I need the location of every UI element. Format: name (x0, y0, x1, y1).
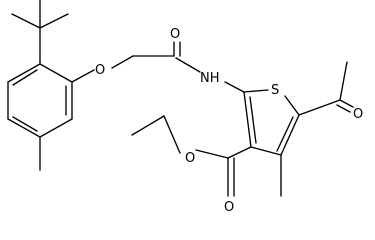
bond (227, 146, 252, 159)
ethyl-ester-group: O O (131, 115, 252, 215)
benzene-ring (7, 63, 73, 138)
bond (339, 99, 354, 108)
tert-butyl-group (11, 0, 69, 65)
bond (175, 57, 201, 73)
ester-carbonyl-oxygen-label: O (224, 200, 234, 215)
bond (7, 63, 41, 83)
bond-inner (276, 116, 294, 152)
thiophene-sulfur-label: S (271, 83, 279, 98)
bond (39, 13, 69, 29)
bond (7, 118, 41, 138)
bond (280, 114, 300, 156)
bond (339, 61, 348, 101)
bond-inner (249, 96, 257, 144)
bond (111, 55, 134, 69)
amide-nh-label: NH (200, 71, 220, 86)
bond (243, 89, 269, 93)
bond (336, 104, 351, 113)
acetyl-oxygen-label: O (353, 107, 363, 122)
bond (284, 95, 300, 116)
bond-inner (12, 116, 38, 132)
bond (243, 91, 252, 148)
ether-oxygen-label: O (95, 63, 105, 78)
bond (163, 115, 181, 154)
thiophene-ring: S (243, 83, 300, 156)
acetyl-group: O (298, 61, 363, 122)
bond (298, 99, 341, 116)
molecule-diagram: O O NH S O O O (7, 0, 363, 215)
bond (71, 69, 95, 83)
ester-alkoxy-oxygen-label: O (185, 151, 195, 166)
bond (195, 149, 229, 159)
bond (39, 118, 73, 138)
bond (224, 81, 245, 93)
bond-inner (12, 69, 38, 86)
bond (250, 146, 282, 156)
bond (11, 13, 41, 29)
amide-oxygen-label: O (170, 27, 180, 42)
structure-canvas: O O NH S O O O (7, 0, 364, 215)
bond (39, 63, 73, 83)
bond (131, 115, 165, 136)
